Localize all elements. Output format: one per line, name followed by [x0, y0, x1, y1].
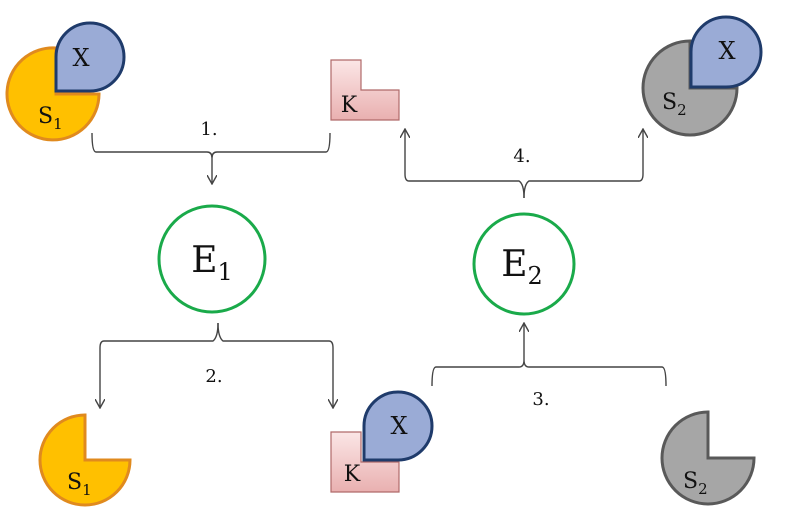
e2-subscript: 2 — [528, 262, 543, 290]
molecule-x-shape — [362, 390, 434, 462]
s1-x-complex: X S1 — [5, 21, 126, 142]
substrate-s2-shape — [660, 410, 756, 506]
k-top: K — [330, 59, 400, 121]
svg-text:E1: E1 — [191, 240, 233, 286]
molecule-k-shape — [330, 431, 400, 493]
s1-label: S — [38, 104, 53, 129]
e1-label: E — [191, 240, 217, 281]
enzyme-e2: E2 — [472, 212, 576, 316]
s2-bottom-subscript: 2 — [698, 480, 708, 498]
s2-top-subscript: 2 — [677, 101, 687, 119]
svg-text:S1: S1 — [38, 104, 63, 133]
k-label: K — [341, 93, 358, 118]
s1-bottom-label: S — [67, 470, 82, 495]
svg-text:S1: S1 — [67, 470, 92, 499]
step-3-label: 3. — [532, 389, 549, 410]
x-bottom-label: X — [390, 412, 407, 440]
k-bottom-label: K — [344, 462, 361, 487]
step-2-label: 2. — [205, 366, 222, 387]
svg-text:S2: S2 — [683, 469, 708, 498]
step-4-bracket: 4. — [405, 129, 643, 199]
s2-free: S2 — [660, 410, 756, 506]
s1-free: S1 — [38, 413, 132, 507]
step-1-label: 1. — [200, 119, 217, 140]
s1-subscript: 1 — [53, 115, 63, 133]
substrate-s1-shape — [38, 413, 132, 507]
s2-top-label: S — [662, 90, 677, 115]
e1-subscript: 1 — [218, 258, 233, 286]
x-label: X — [72, 44, 89, 72]
s1-bottom-subscript: 1 — [82, 481, 92, 499]
svg-text:E2: E2 — [501, 244, 543, 290]
k-x-complex: X K — [330, 390, 434, 493]
molecule-k-shape — [330, 59, 400, 121]
e2-label: E — [501, 244, 527, 285]
x-top-right-label: X — [718, 37, 735, 65]
step-1-bracket: 1. — [91, 119, 331, 184]
step-4-label: 4. — [513, 146, 530, 167]
step-3-bracket: 3. — [431, 323, 667, 410]
molecule-x-shape — [54, 21, 126, 93]
substrate-s1-shape — [5, 46, 101, 142]
svg-text:S2: S2 — [662, 90, 687, 119]
enzyme-e1: E1 — [157, 204, 267, 314]
s2-x-complex: X S2 — [641, 15, 763, 137]
s2-bottom-label: S — [683, 469, 698, 494]
molecule-x-shape — [689, 15, 763, 89]
step-2-bracket: 2. — [100, 322, 333, 408]
